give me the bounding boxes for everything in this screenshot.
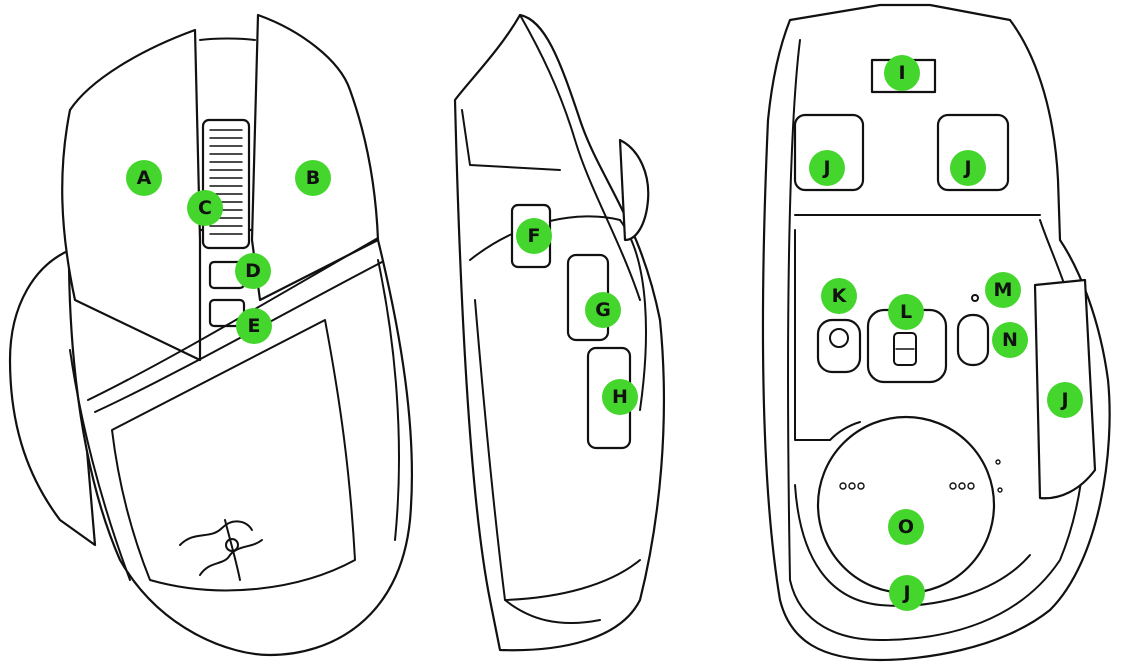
wireless-switch — [956, 313, 990, 367]
callout-g-label: G — [595, 299, 611, 321]
callout-h: H — [602, 379, 638, 415]
lower-foot — [794, 484, 1031, 607]
top-view-thumb-edge — [69, 349, 131, 581]
callout-j-side: J — [1047, 382, 1083, 418]
scroll-wheel-ridges — [209, 129, 243, 235]
callout-b-label: B — [306, 167, 320, 189]
callout-e-label: E — [248, 315, 261, 337]
callout-i-label: I — [898, 62, 905, 84]
callout-j1-label: J — [821, 157, 830, 179]
callout-c: C — [187, 190, 223, 226]
callout-o: O — [888, 509, 924, 545]
callout-j-top-left: J — [809, 150, 845, 186]
callout-h-label: H — [612, 386, 628, 408]
side-view-inner-edge — [461, 109, 561, 171]
right-click-button — [250, 13, 380, 302]
status-led-icon — [971, 294, 979, 302]
callout-m: M — [985, 272, 1021, 308]
callout-e: E — [236, 308, 272, 344]
callout-g: G — [585, 292, 621, 328]
callout-l: L — [888, 294, 924, 330]
callout-j4-label: J — [901, 582, 910, 604]
callout-a: A — [126, 160, 162, 196]
callout-b: B — [295, 160, 331, 196]
callout-j3-label: J — [1059, 389, 1068, 411]
callout-n: N — [992, 322, 1028, 358]
callout-d-label: D — [245, 260, 261, 282]
profile-switch-knob — [829, 328, 849, 348]
bottom-view-left-foot-outline — [794, 229, 861, 441]
callout-l-label: L — [900, 301, 912, 323]
callout-c-label: C — [198, 197, 212, 219]
callout-d: D — [235, 253, 271, 289]
callout-k: K — [821, 278, 857, 314]
side-view-bottom-edge — [504, 599, 601, 625]
left-click-button — [61, 28, 202, 362]
top-view-seam-inner — [94, 261, 383, 413]
callout-a-label: A — [137, 167, 152, 189]
razer-logo-icon — [179, 519, 263, 581]
scroll-wheel — [201, 118, 251, 250]
side-view-scroll-wheel — [618, 138, 650, 242]
charging-contacts-icon — [839, 459, 1003, 493]
mouse-top-view — [8, 13, 414, 657]
mouse-bottom-view — [761, 3, 1111, 662]
callout-o-label: O — [898, 516, 914, 538]
optical-sensor-icon — [893, 332, 917, 366]
callout-f: F — [516, 218, 552, 254]
callout-j-top-right: J — [950, 150, 986, 186]
side-view-top-edge — [519, 14, 641, 301]
top-view-seam — [87, 237, 379, 401]
callout-j2-label: J — [962, 157, 971, 179]
side-view-lower-panel — [474, 299, 641, 601]
callout-f-label: F — [528, 225, 541, 247]
callout-n-label: N — [1002, 329, 1018, 351]
charging-dock-area — [816, 415, 996, 595]
top-view-right-edge — [377, 259, 400, 541]
callout-i: I — [884, 55, 920, 91]
top-view-palm-panel — [111, 319, 356, 592]
callout-k-label: K — [832, 285, 848, 307]
callout-m-label: M — [994, 279, 1013, 301]
top-view-center-channel — [199, 37, 256, 41]
mouse-side-view — [453, 13, 665, 652]
side-view-body — [453, 13, 665, 652]
callout-j-bottom: J — [889, 575, 925, 611]
